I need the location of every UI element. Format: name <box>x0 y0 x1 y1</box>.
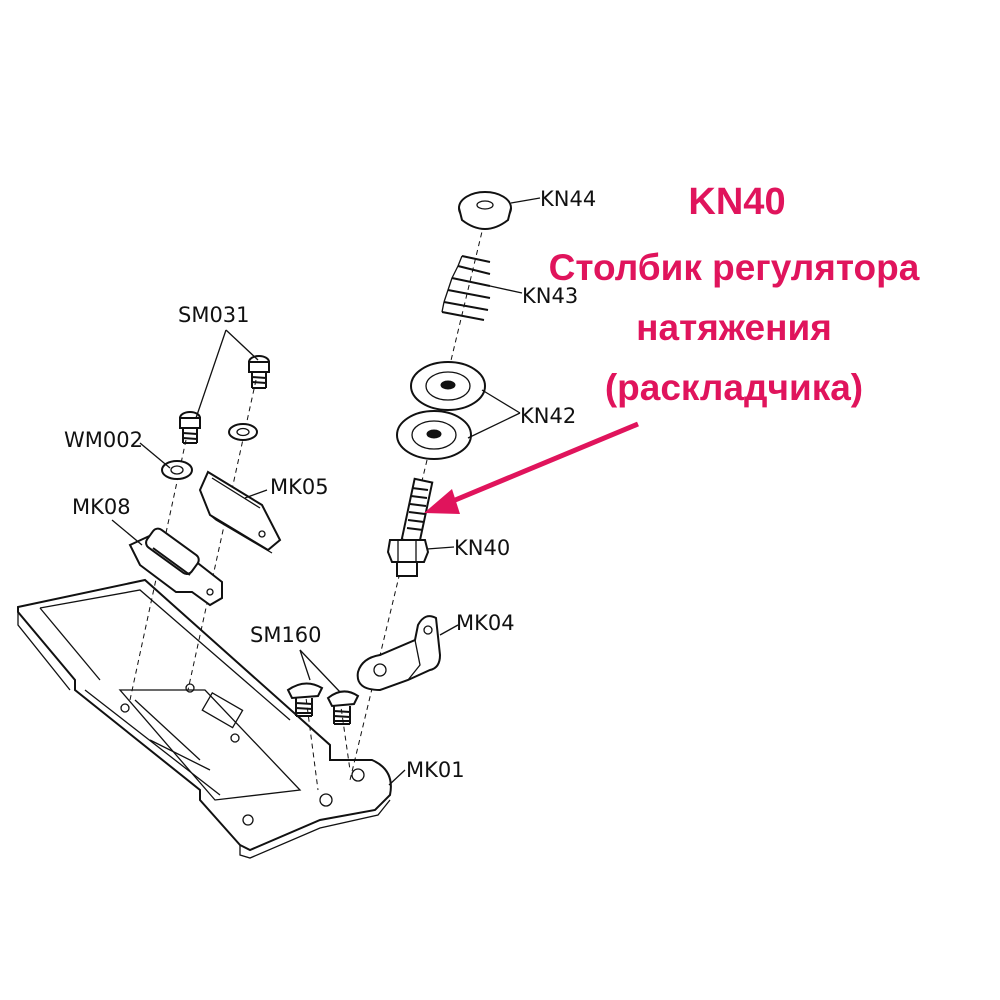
screw-sm031-right <box>248 355 270 389</box>
highlight-line3: (раскладчика) <box>605 367 863 408</box>
label-sm031: SM031 <box>178 303 250 327</box>
part-kn42-disc-bottom <box>396 410 472 460</box>
base-plate-mk01 <box>17 578 392 859</box>
label-kn43: KN43 <box>522 284 578 308</box>
screw-sm160-right <box>326 690 360 725</box>
label-wm002: WM002 <box>64 428 143 452</box>
label-kn40: KN40 <box>454 536 510 560</box>
label-mk01: MK01 <box>406 758 465 782</box>
axis-left-2 <box>187 379 257 691</box>
part-mk04 <box>356 615 442 692</box>
part-kn43-spring <box>441 255 491 321</box>
label-mk05: MK05 <box>270 475 329 499</box>
washer-wm002 <box>161 460 193 480</box>
highlight-line2: натяжения <box>636 307 832 348</box>
label-kn42: KN42 <box>520 404 576 428</box>
part-kn40-post <box>386 477 434 577</box>
label-mk04: MK04 <box>456 611 515 635</box>
washer-right <box>228 423 258 441</box>
label-sm160: SM160 <box>250 623 322 647</box>
highlight-code: KN40 <box>688 181 785 223</box>
label-kn44: KN44 <box>540 187 596 211</box>
label-mk08: MK08 <box>72 495 131 519</box>
screw-sm031-left <box>179 411 201 444</box>
part-mk08 <box>128 527 223 607</box>
highlight-arrow-head <box>424 489 460 514</box>
screw-sm160-left <box>286 682 324 717</box>
highlight-arrow-line <box>447 421 639 506</box>
part-kn44 <box>458 191 512 230</box>
part-kn42-disc-top <box>410 361 486 411</box>
highlight-line1: Столбик регулятора <box>549 247 920 288</box>
leaders <box>111 197 541 786</box>
part-mk05 <box>198 470 282 554</box>
axis-sm160-1 <box>304 689 319 791</box>
highlight-annotation: KN40 Столбик регулятора натяжения (раскл… <box>424 181 920 514</box>
